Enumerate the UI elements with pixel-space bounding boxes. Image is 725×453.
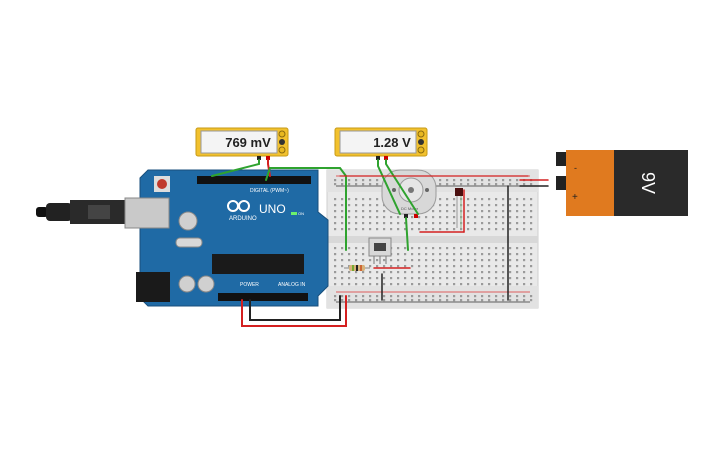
- power-jack-icon: [136, 272, 170, 302]
- usb-cable-icon: [36, 207, 48, 217]
- power-label: POWER: [240, 282, 259, 288]
- battery-9v[interactable]: 9V - +: [556, 150, 688, 216]
- meter-reading-left: 769 mV: [225, 135, 271, 150]
- on-label: ON: [298, 211, 304, 216]
- power-analog-header: [218, 293, 308, 301]
- arduino-brand: ARDUINO: [229, 216, 257, 222]
- multimeter-right[interactable]: 1.28 V: [334, 127, 428, 160]
- potentiometer-icon[interactable]: [368, 237, 392, 264]
- battery-minus: -: [574, 163, 577, 173]
- digital-label: DIGITAL (PWM~): [250, 188, 289, 194]
- resistor-icon: [344, 265, 370, 271]
- multimeter-left[interactable]: 769 mV: [195, 127, 289, 160]
- battery-plus: +: [572, 192, 578, 203]
- reset-button[interactable]: [157, 179, 167, 189]
- atmega-chip: [212, 254, 304, 274]
- analog-label: ANALOG IN: [278, 282, 306, 288]
- meter-reading-right: 1.28 V: [373, 135, 411, 150]
- led-icon: [455, 188, 463, 228]
- arduino-model: UNO: [259, 202, 286, 216]
- battery-voltage-label: 9V: [638, 172, 658, 194]
- wires[interactable]: [211, 159, 549, 327]
- arduino-uno-board[interactable]: ARDUINO UNO DIGITAL (PWM~) POWER ANALOG …: [36, 169, 329, 307]
- motor-label: DC Motor: [401, 206, 419, 211]
- digital-header: [197, 176, 311, 184]
- arduino-logo-icon: [227, 200, 250, 212]
- on-led-icon: [291, 212, 297, 215]
